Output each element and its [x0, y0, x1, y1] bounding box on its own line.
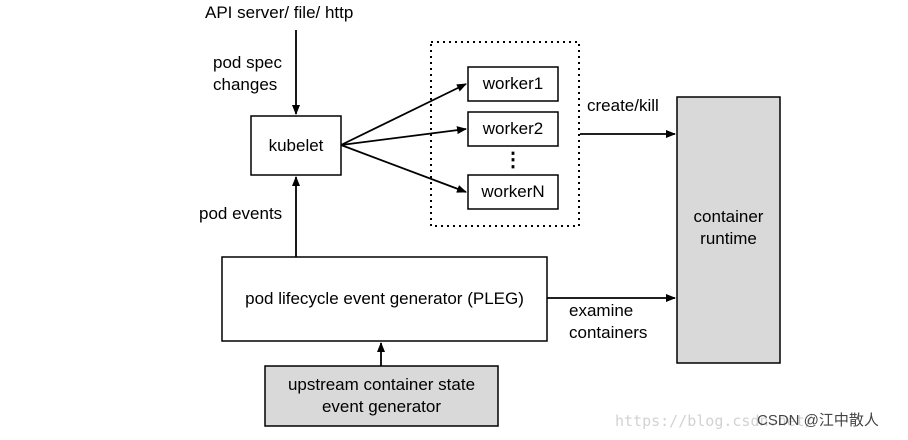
upstream-generator-label-line1: upstream container state: [287, 375, 476, 394]
container-runtime-label: container runtime: [677, 97, 780, 363]
pleg-box: [221, 256, 548, 342]
worker-ellipsis: ⋮: [503, 149, 523, 171]
kubelet-to-worker2-arrow: [340, 126, 467, 146]
pod-spec-changes-label-line2: changes: [213, 75, 278, 94]
workerN-label: workerN: [481, 182, 545, 201]
watermark-url: https://blog.csdn.net/: [615, 412, 814, 430]
upstream-generator-box: [264, 365, 499, 427]
kubelet-label: kubelet: [268, 135, 324, 155]
pod-spec-changes-label-line1: pod spec: [213, 53, 282, 72]
examine-label-line2: containers: [569, 323, 648, 342]
worker2-box: [467, 111, 559, 147]
worker1-label: worker1: [482, 74, 544, 93]
worker2-label: worker2: [482, 119, 544, 138]
upstream-generator-label-line2: event generator: [321, 397, 442, 416]
container-runtime-label-line1: container: [693, 206, 764, 226]
pod-events-label: pod events: [199, 204, 283, 223]
workerN-box: [467, 174, 559, 210]
examine-label-line1: examine: [569, 301, 634, 320]
container-runtime-box: [676, 96, 781, 364]
kubelet-to-workerN-arrow: [340, 144, 467, 193]
kubelet-to-worker1-arrow: [340, 83, 467, 146]
worker1-box: [467, 66, 559, 102]
pleg-label: pod lifecycle event generator (PLEG): [245, 289, 524, 308]
upstream-generator-label: upstream container state event generator: [265, 366, 498, 426]
container-runtime-label-line2: runtime: [700, 228, 757, 248]
create-kill-label: create/kill: [587, 96, 659, 115]
api-source-label: API server/ file/ http: [205, 3, 354, 22]
watermark-credit: CSDN @江中散人: [757, 412, 879, 429]
